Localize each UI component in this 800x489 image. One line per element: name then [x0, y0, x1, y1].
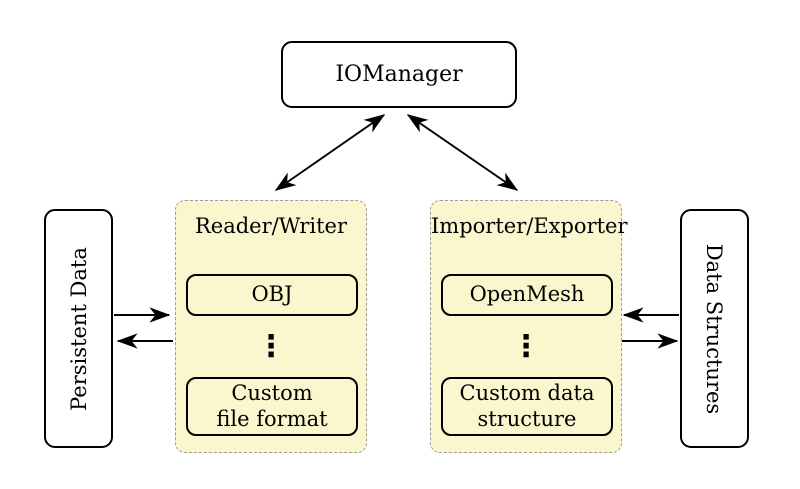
- vertical-ellipsis: ⋮: [256, 329, 286, 364]
- arrow-iomanager-readerwriter: [274, 114, 386, 191]
- iomanager-node: IOManager: [281, 41, 517, 108]
- custom-file-format-node: Custom file format: [186, 377, 358, 436]
- iomanager-label: IOManager: [335, 62, 463, 87]
- arrow-iomanager-importerexporter: [406, 114, 519, 191]
- data-structures-node: Data Structures: [680, 209, 749, 448]
- importer-exporter-title: Importer/Exporter: [431, 214, 628, 238]
- persistent-data-node: Persistent Data: [44, 209, 113, 448]
- data-structures-label: Data Structures: [702, 243, 727, 414]
- reader-writer-title: Reader/Writer: [194, 214, 348, 238]
- vertical-ellipsis: ⋮: [511, 329, 541, 364]
- openmesh-node: OpenMesh: [441, 274, 613, 316]
- persistent-data-label: Persistent Data: [66, 246, 91, 411]
- reader-writer-group: Reader/Writer OBJ ⋮ Custom file format: [175, 200, 367, 453]
- custom-data-structure-node: Custom data structure: [441, 377, 613, 436]
- importer-exporter-group: Importer/Exporter OpenMesh ⋮ Custom data…: [430, 200, 628, 453]
- obj-node: OBJ: [186, 274, 358, 316]
